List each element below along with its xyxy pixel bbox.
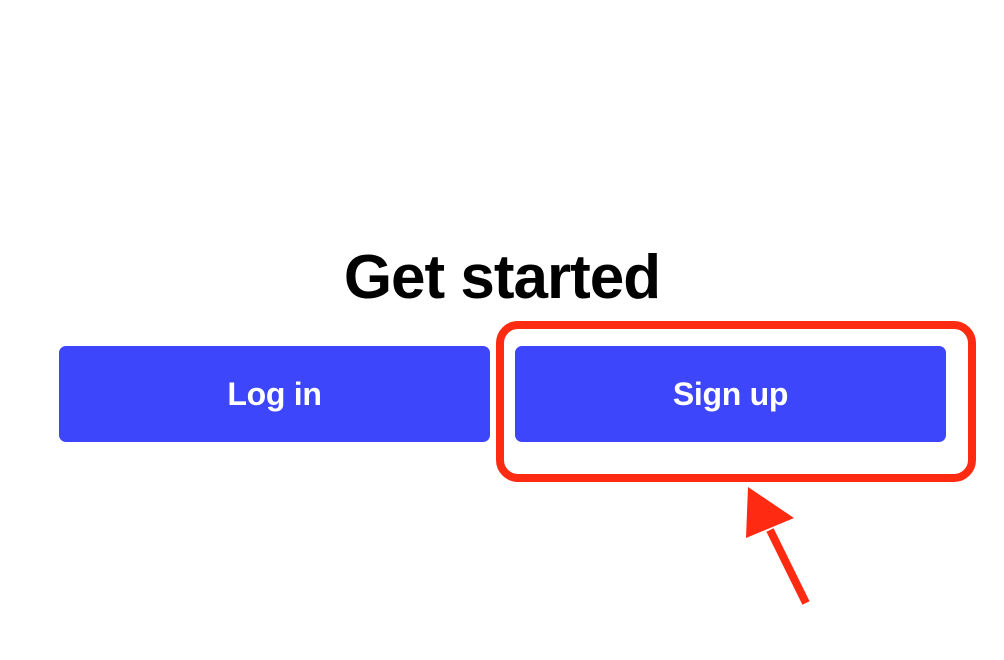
login-button[interactable]: Log in xyxy=(59,346,490,442)
signup-button[interactable]: Sign up xyxy=(515,346,946,442)
annotation-arrow-shaft xyxy=(766,528,810,605)
page-title: Get started xyxy=(343,243,661,312)
annotation-arrow-head xyxy=(746,487,794,538)
